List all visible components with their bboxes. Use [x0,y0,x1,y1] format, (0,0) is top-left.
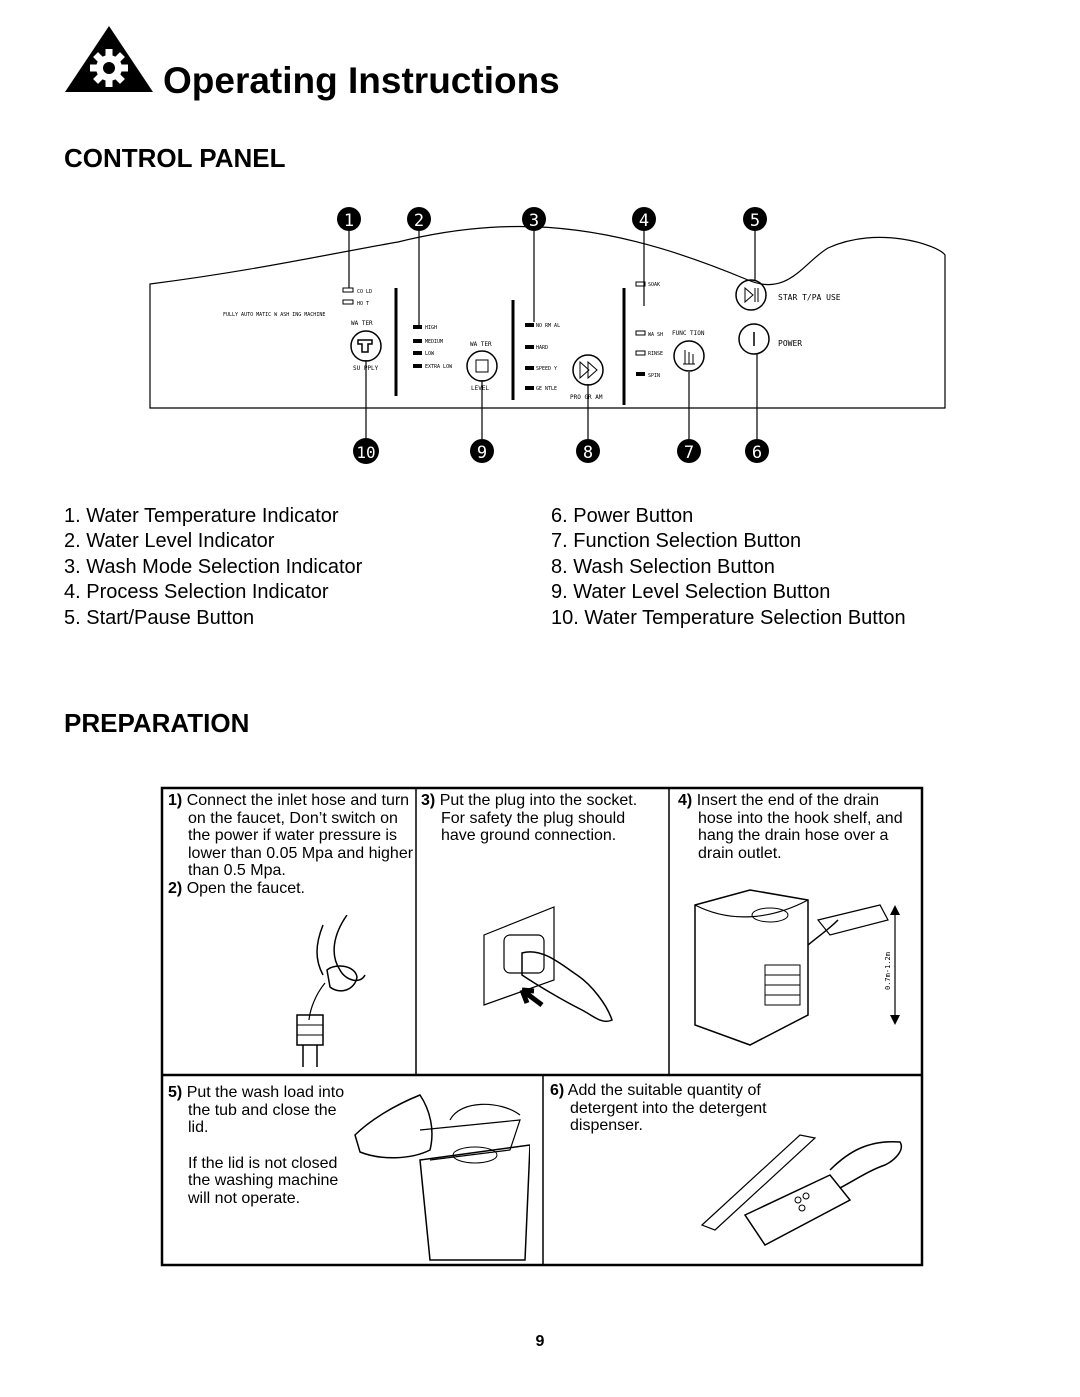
start-pause-button[interactable] [735,279,767,311]
svg-text:0.7m-1.2m: 0.7m-1.2m [884,952,892,990]
legend-item-1: 1. Water Temperature Indicator [64,505,339,527]
svg-text:SPEED Y: SPEED Y [536,366,557,372]
step-4: 4) Insert the end of the drain hose into… [678,792,903,862]
callout-bottom-7: 7 [677,439,701,463]
legend-item-3: 3. Wash Mode Selection Indicator [64,555,363,578]
callout-bottom-10: 10 [353,438,379,464]
step-1: 1) Connect the inlet hose and turn on th… [168,792,414,897]
legend-item-7: 7. Function Selection Button [551,530,802,553]
drain-hose-illustration: 0.7m-1.2m [694,889,900,1046]
step-3: 3) Put the plug into the socket. For saf… [421,792,638,845]
svg-text:LOW: LOW [425,351,435,357]
svg-text:3: 3 [529,211,539,231]
plug-socket-illustration [483,906,613,1022]
svg-text:2: 2 [414,211,424,231]
callout-top-1: 1 [337,207,361,231]
svg-text:10: 10 [356,443,375,462]
svg-text:SU PPLY: SU PPLY [353,365,379,372]
svg-text:PRO GR AM: PRO GR AM [570,394,603,401]
svg-text:SOAK: SOAK [648,282,660,288]
svg-text:SPIN: SPIN [648,373,660,379]
svg-text:6: 6 [752,443,762,463]
svg-text:HARD: HARD [536,345,548,351]
svg-text:WA TER: WA TER [470,341,492,348]
svg-text:RINSE: RINSE [648,351,663,357]
wash-load-illustration [354,1094,530,1261]
svg-text:POWER: POWER [778,339,802,348]
callout-bottom-9: 9 [470,439,494,463]
control-panel-diagram: 1 2 3 4 5 10 9 8 7 6 FULLY AUTO MATIC W … [149,207,946,464]
legend-item-6: 6. Power Button [551,505,694,527]
svg-text:5: 5 [750,211,760,231]
svg-text:8: 8 [583,443,593,463]
callout-bottom-8: 8 [576,439,600,463]
indicator-hot: HO T [342,299,369,307]
svg-text:NO RM AL: NO RM AL [536,323,560,329]
svg-text:7: 7 [684,443,694,463]
legend-item-4: 4. Process Selection Indicator [64,581,329,604]
svg-text:9: 9 [477,443,487,463]
svg-text:LEVEL: LEVEL [471,385,489,392]
water-supply-button[interactable] [350,330,382,362]
callout-top-2: 2 [407,207,431,231]
step-5: 5) Put the wash load into the tub and cl… [168,1084,345,1207]
svg-text:WA TER: WA TER [351,320,373,327]
function-button[interactable] [673,340,705,372]
svg-text:HIGH: HIGH [425,325,437,331]
svg-text:EXTRA LOW: EXTRA LOW [425,364,453,370]
svg-text:WA SH: WA SH [648,332,663,338]
legend-item-5: 5. Start/Pause Button [64,606,255,629]
legend-item-10: 10. Water Temperature Selection Button [551,606,906,629]
page-title: Operating Instructions [163,60,560,101]
callout-top-3: 3 [522,207,546,231]
control-panel-heading: CONTROL PANEL [64,143,286,173]
legend-left: 1. Water Temperature Indicator 2. Water … [64,504,362,631]
wash-program-button[interactable] [572,354,604,386]
legend-right: 6. Power Button 7. Function Selection Bu… [551,504,906,631]
svg-text:HO T: HO T [357,301,369,307]
callout-top-4: 4 [632,207,656,231]
step-6: 6) Add the suitable quantity of detergen… [550,1082,767,1135]
gear-warning-icon [65,26,153,92]
indicator-cold: CO LD [342,287,372,295]
preparation-grid [160,786,924,1267]
svg-text:FULLY AUTO MATIC W ASH ING MAC: FULLY AUTO MATIC W ASH ING MACHINE [223,312,325,318]
svg-text:MEDIUM: MEDIUM [425,339,443,345]
page-number: 9 [535,1333,545,1350]
faucet-illustration [296,915,366,1067]
detergent-illustration [700,1134,902,1246]
svg-text:STAR T/PA USE: STAR T/PA USE [778,293,841,302]
legend-item-2: 2. Water Level Indicator [64,530,275,553]
callout-bottom-6: 6 [745,439,769,463]
svg-text:GE NTLE: GE NTLE [536,386,557,392]
legend-item-9: 9. Water Level Selection Button [551,581,831,604]
callout-top-5: 5 [743,207,767,231]
svg-text:CO LD: CO LD [357,289,372,295]
svg-text:4: 4 [639,211,649,231]
legend-item-8: 8. Wash Selection Button [551,555,775,578]
preparation-heading: PREPARATION [64,708,250,738]
power-button[interactable] [738,323,770,355]
svg-text:1: 1 [344,211,354,231]
svg-text:FUNC TION: FUNC TION [672,330,705,337]
water-level-button[interactable] [466,350,498,382]
